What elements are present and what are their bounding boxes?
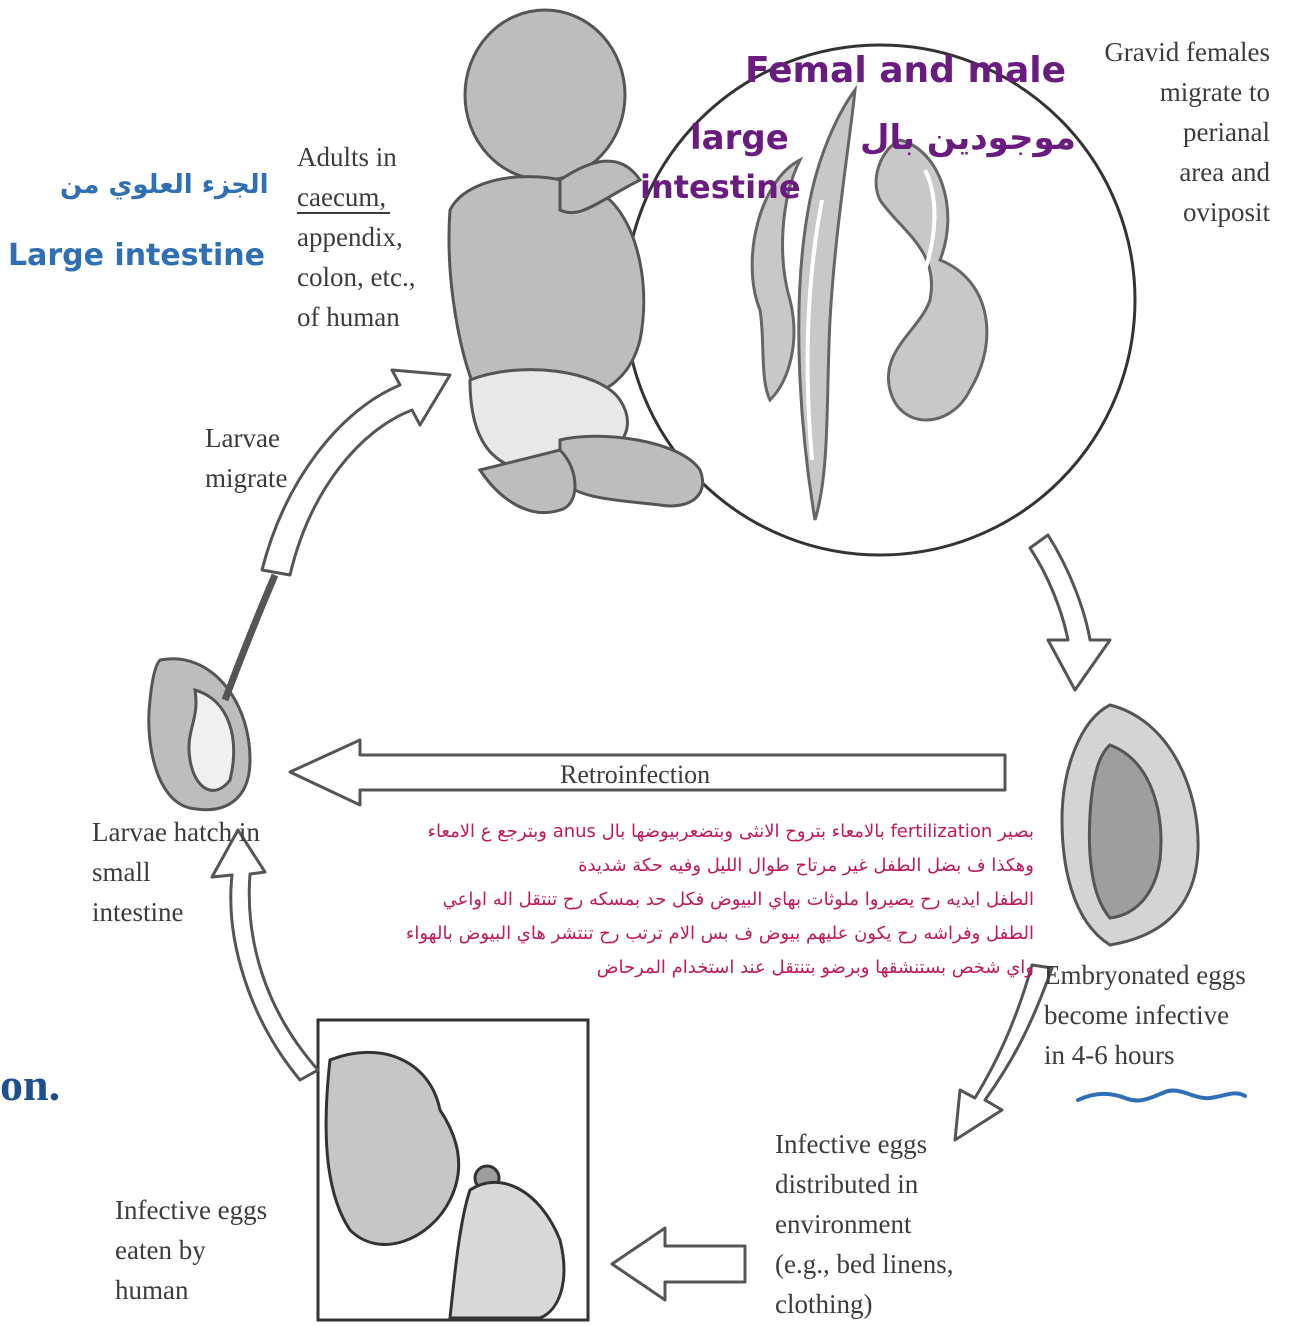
handwritten-intestine: intestine [640, 168, 801, 206]
arrow-larvae-migrate [262, 370, 450, 575]
arrow-egg-to-environment [955, 965, 1052, 1140]
handwritten-arabic-upper-part: الجزء العلوي من [60, 170, 269, 200]
label-retroinfection: Retroinfection [560, 755, 710, 795]
label-larvae-migrate: Larvae migrate [205, 418, 287, 498]
blue-underline-squiggle [1078, 1090, 1245, 1100]
arabic-note-line: وهكذا ف بضل الطفل غير مرتاح طوال الليل و… [406, 849, 1034, 883]
embryonated-egg [1062, 705, 1198, 945]
label-embryonated-eggs: Embryonated eggs become infective in 4-6… [1044, 955, 1246, 1075]
arabic-notes: بصير fertilization بالامعاء بتروح الانثى… [406, 815, 1034, 985]
handwritten-arabic-mawjoodin: موجودين بال [860, 118, 1076, 158]
label-infective-eggs-distributed: Infective eggs distributed in environmen… [775, 1124, 953, 1324]
label-adults-in-caecum: Adults in caecum, appendix, colon, etc.,… [297, 137, 415, 337]
arrow-to-embryonated-egg [1030, 535, 1110, 690]
arabic-note-line: واي شخص بستنشقها وبرضو بتنتقل عند استخدا… [406, 951, 1034, 985]
arrow-environment-to-person [612, 1228, 745, 1300]
arabic-note-line: الطفل وفراشه رح يكون عليهم بيوض ف بس الا… [406, 917, 1034, 951]
label-infective-eggs-eaten: Infective eggs eaten by human [115, 1190, 267, 1310]
arabic-note-line: بصير fertilization بالامعاء بتروح الانثى… [406, 815, 1034, 849]
arabic-note-line: الطفل ايديه رح يصيروا ملوثات بهاي البيوض… [406, 883, 1034, 917]
handwritten-femal-and-male: Femal and male [745, 50, 1066, 91]
label-gravid-females: Gravid females migrate to perianal area … [1070, 32, 1270, 232]
label-larvae-hatch: Larvae hatch in small intestine [92, 812, 260, 932]
partial-text-on: on. [0, 1065, 60, 1105]
handwritten-large-intestine: Large intestine [8, 238, 265, 273]
person-eating-eggs [318, 1020, 588, 1320]
hatching-larva-egg [149, 575, 275, 810]
handwritten-large: large [690, 118, 789, 158]
